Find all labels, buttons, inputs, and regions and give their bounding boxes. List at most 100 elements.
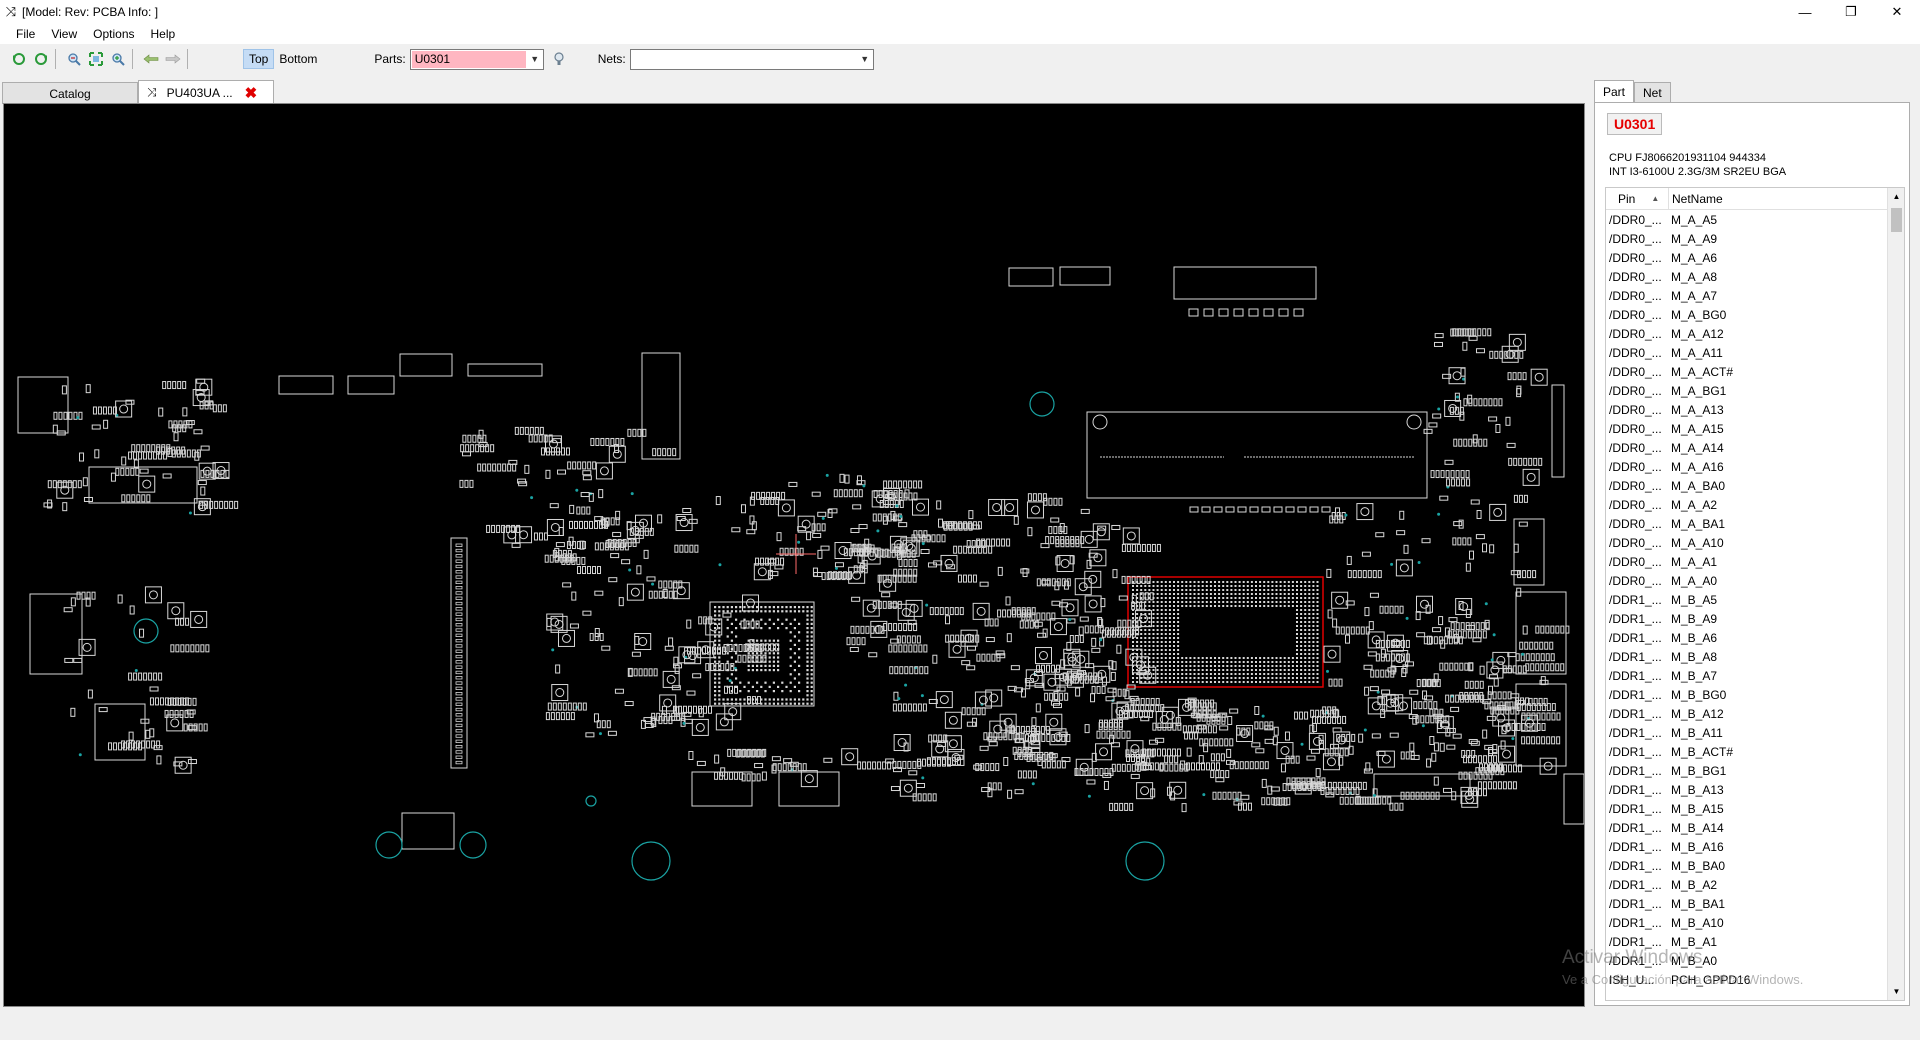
table-row[interactable]: /DDR1_...M_B_A14 [1606,818,1904,837]
table-row[interactable]: /DDR0_...M_A_A16 [1606,457,1904,476]
table-row[interactable]: /DDR1_...M_B_A2 [1606,875,1904,894]
ic-pin [861,637,866,646]
ic-pin [857,761,862,770]
bga-pad [1226,669,1229,671]
menu-file[interactable]: File [16,27,36,41]
table-row[interactable]: /DDR0_...M_A_A14 [1606,438,1904,457]
bga-pad [1291,673,1294,675]
rotate-left-icon[interactable] [10,50,28,68]
close-icon[interactable]: ✕ [1891,4,1903,19]
table-row[interactable]: /DDR1_...M_B_A0 [1606,951,1904,970]
table-row[interactable]: /DDR0_...M_A_A15 [1606,419,1904,438]
table-row[interactable]: /DDR1_...M_B_A11 [1606,723,1904,742]
table-row[interactable]: /DDR1_...M_B_ACT# [1606,742,1904,761]
tab-net[interactable]: Net [1634,82,1671,102]
table-row[interactable]: /DDR1_...M_B_A9 [1606,609,1904,628]
table-row[interactable]: /DDR1_...M_B_A7 [1606,666,1904,685]
bga-pad [1144,625,1147,627]
search-part-icon[interactable] [550,50,568,68]
table-row[interactable]: ISH_U...PCH_GPPD16 [1606,970,1904,989]
column-pin[interactable]: Pin ▲ [1618,191,1660,206]
scroll-up-icon[interactable]: ▲ [1892,192,1901,201]
tab-board[interactable]: ⤨ PU403UA ... ✖ [138,80,274,104]
bga-pad [1296,657,1298,659]
ic-pin [1118,722,1123,731]
parts-input[interactable]: U0301 [411,50,526,68]
table-row[interactable]: /DDR1_...M_B_A6 [1606,628,1904,647]
ic-pin [643,668,648,677]
table-row[interactable]: /DDR0_...M_A_A0 [1606,571,1904,590]
table-row[interactable]: /DDR0_...M_A_A2 [1606,495,1904,514]
rotate-right-icon[interactable] [32,50,50,68]
ic-pin [1339,796,1344,805]
ic-pin [1385,669,1390,678]
via [551,648,555,652]
tab-part[interactable]: Part [1594,80,1635,102]
table-row[interactable]: /DDR1_...M_B_BA0 [1606,856,1904,875]
table-row[interactable]: /DDR0_...M_A_A12 [1606,324,1904,343]
pin-list-scrollbar[interactable]: ▲ ▼ [1887,188,1904,1000]
table-row[interactable]: /DDR1_...M_B_BA1 [1606,894,1904,913]
scroll-down-icon[interactable]: ▼ [1892,987,1901,996]
tab-catalog[interactable]: Catalog [2,82,138,104]
bottom-side-button[interactable]: Bottom [279,52,318,66]
table-row[interactable]: /DDR0_...M_A_ACT# [1606,362,1904,381]
connector-pin [1263,308,1274,317]
table-row[interactable]: /DDR0_...M_A_A6 [1606,248,1904,267]
pcb-canvas[interactable] [3,103,1585,1007]
table-row[interactable]: /DDR0_...M_A_BG1 [1606,381,1904,400]
smd-pad [1482,543,1488,553]
menu-options[interactable]: Options [93,27,135,41]
column-netname[interactable]: NetName [1668,188,1723,209]
table-row[interactable]: /DDR0_...M_A_A1 [1606,552,1904,571]
ic-pin [475,444,480,453]
nets-input[interactable] [631,50,857,69]
table-row[interactable]: /DDR0_...M_A_A8 [1606,267,1904,286]
bga-pad [1238,585,1241,587]
nets-combo[interactable]: ▼ [629,48,874,70]
table-row[interactable]: /DDR0_...M_A_A13 [1606,400,1904,419]
table-row[interactable]: /DDR1_...M_B_A8 [1606,647,1904,666]
zoom-out-icon[interactable] [65,50,83,68]
component-pad [1360,507,1370,517]
table-row[interactable]: /DDR0_...M_A_A5 [1606,210,1904,229]
net-cell: M_A_ACT# [1671,364,1734,379]
table-row[interactable]: /DDR0_...M_A_A10 [1606,533,1904,552]
scroll-thumb[interactable] [1891,208,1902,232]
table-row[interactable]: /DDR0_...M_A_A11 [1606,343,1904,362]
menu-view[interactable]: View [51,27,78,41]
ic-pin [1498,764,1503,773]
table-row[interactable]: /DDR0_...M_A_A7 [1606,286,1904,305]
pin-list[interactable]: Pin ▲ NetName /DDR0_...M_A_A5/DDR0_...M_… [1605,187,1905,1001]
minimize-icon[interactable]: — [1798,4,1812,20]
back-arrow-icon[interactable] [142,50,160,68]
parts-combo[interactable]: U0301 ▼ [409,48,544,70]
table-row[interactable]: /DDR0_...M_A_BA0 [1606,476,1904,495]
board-drawing[interactable] [4,104,1585,1006]
zoom-in-icon[interactable] [109,50,127,68]
chevron-down-icon[interactable]: ▼ [860,54,870,64]
restore-icon[interactable]: ❐ [1845,4,1857,19]
table-row[interactable]: /DDR1_...M_B_A13 [1606,780,1904,799]
forward-arrow-icon[interactable] [164,50,182,68]
table-row[interactable]: /DDR1_...M_B_A5 [1606,590,1904,609]
ic-pin [460,444,465,453]
table-row[interactable]: /DDR1_...M_B_A10 [1606,913,1904,932]
table-row[interactable]: /DDR0_...M_A_BA1 [1606,514,1904,533]
table-row[interactable]: /DDR1_...M_B_A15 [1606,799,1904,818]
ic-pin [1101,730,1106,739]
table-row[interactable]: /DDR1_...M_B_BG1 [1606,761,1904,780]
table-row[interactable]: /DDR0_...M_A_A9 [1606,229,1904,248]
table-row[interactable]: /DDR0_...M_A_BG0 [1606,305,1904,324]
chevron-down-icon[interactable]: ▼ [530,54,540,64]
top-side-button[interactable]: Top [243,49,275,69]
menu-help[interactable]: Help [150,27,176,41]
pin-cell: /DDR1_... [1609,801,1662,816]
table-row[interactable]: /DDR1_...M_B_BG0 [1606,685,1904,704]
fit-icon[interactable] [87,50,105,68]
table-row[interactable]: /DDR1_...M_B_A12 [1606,704,1904,723]
table-row[interactable]: /DDR1_...M_B_A16 [1606,837,1904,856]
close-tab-icon[interactable]: ✖ [244,84,258,102]
table-row[interactable]: /DDR1_...M_B_A1 [1606,932,1904,951]
ic-pin [977,521,982,530]
